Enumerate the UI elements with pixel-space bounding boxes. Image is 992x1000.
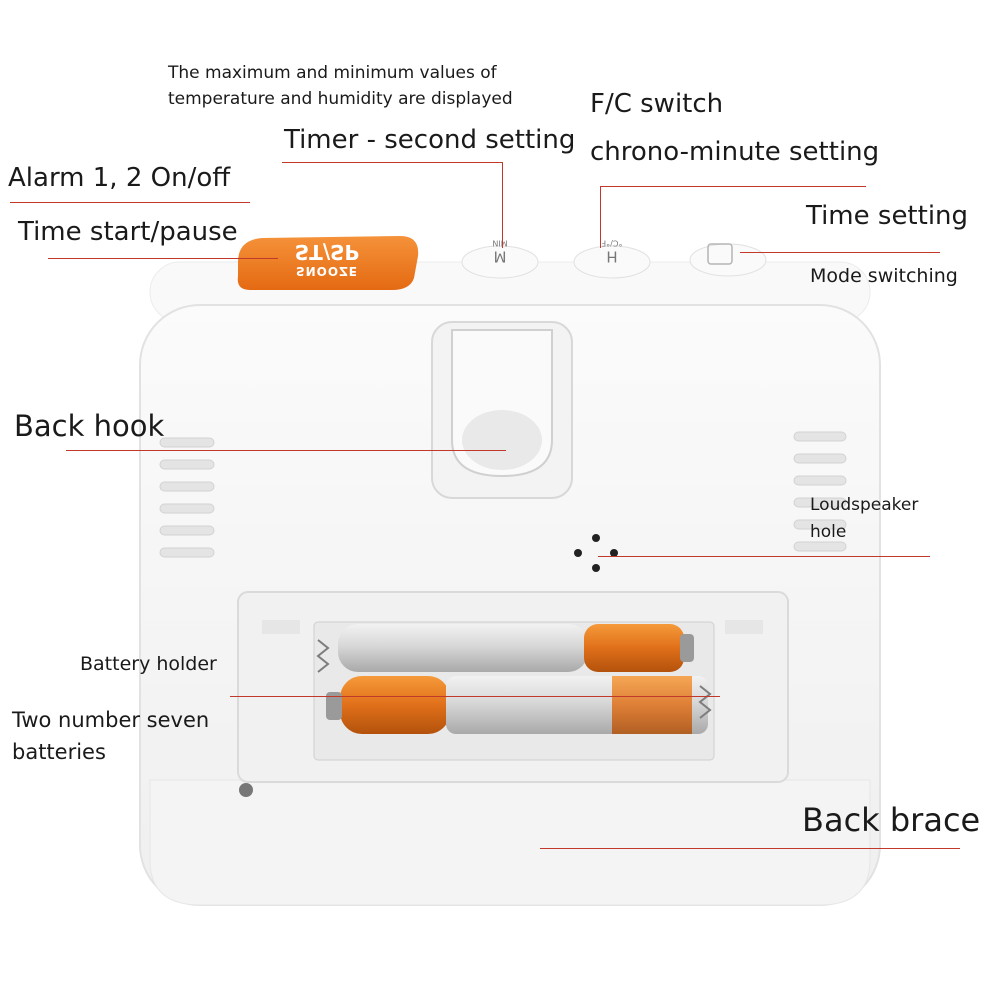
battery-top: [338, 624, 694, 672]
label-alarm-onoff: Alarm 1, 2 On/off: [8, 163, 231, 193]
label-time-start-pause: Time start/pause: [18, 217, 238, 247]
leader-timer-v: [502, 162, 503, 248]
label-time-setting: Time setting: [806, 201, 969, 231]
label-back-brace: Back brace: [802, 801, 981, 839]
label-max-min: The maximum and minimum values of temper…: [168, 63, 513, 109]
label-loudspeaker-hole: Loudspeaker hole: [810, 495, 919, 542]
leader-loudspeaker: [598, 556, 930, 557]
snooze-button-shape: [237, 236, 419, 290]
label-chrono-minute: chrono-minute setting: [590, 137, 880, 167]
button-mode-shape: [689, 243, 767, 277]
leader-back-brace: [540, 848, 960, 849]
speaker-holes: [574, 534, 618, 572]
button-h-shape: [573, 245, 651, 279]
battery-bottom: [326, 676, 708, 734]
snooze-button-label: SNOOZE ST/SP: [294, 240, 360, 278]
label-back-hook: Back hook: [14, 409, 165, 443]
right-vents: [793, 431, 847, 552]
label-mode-switching: Mode switching: [810, 265, 958, 287]
leader-back-hook: [66, 450, 506, 451]
label-battery-holder: Battery holder: [80, 653, 217, 675]
button-m-label: M MIN: [492, 238, 508, 266]
left-vents: [159, 437, 215, 558]
leader-alarm: [10, 202, 250, 203]
mode-glyph: [707, 243, 733, 265]
leader-chrono-v: [600, 186, 601, 248]
button-m-shape: [461, 245, 539, 279]
label-two-batteries: Two number seven batteries: [12, 708, 210, 765]
back-hook-shape: [431, 321, 573, 499]
battery-springs: [316, 639, 712, 719]
leader-chrono-h: [600, 186, 866, 187]
leader-timer-h: [282, 162, 502, 163]
back-brace-shape: [149, 779, 871, 906]
leader-battery: [230, 696, 720, 697]
label-timer-second: Timer - second setting: [284, 125, 576, 155]
leader-time-start: [48, 258, 278, 259]
leader-time-setting: [740, 252, 940, 253]
label-fc-switch: F/C switch: [590, 89, 724, 119]
